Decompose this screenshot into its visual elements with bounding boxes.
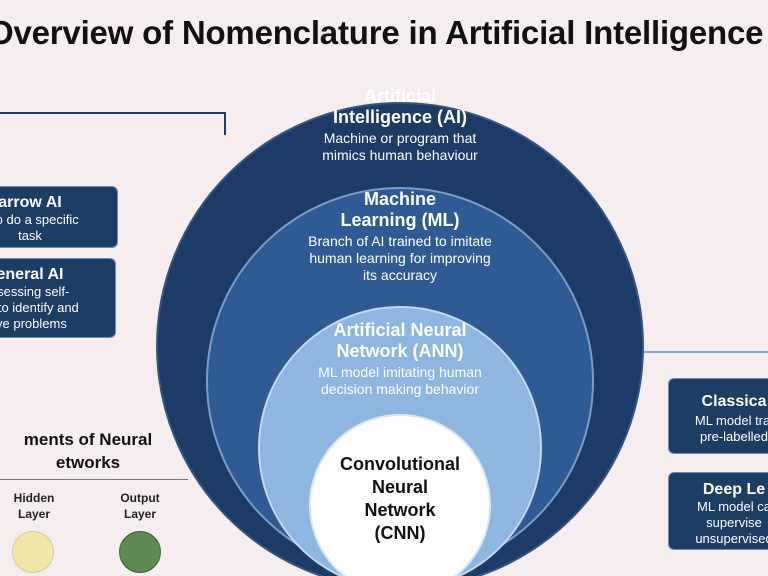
elements-title: ments of Neural etworks (0, 428, 188, 474)
ml-name-line1: Machine (363, 189, 437, 209)
deep-learning-desc-line3: unsupervised (695, 531, 768, 546)
deep-learning-box: Deep Le ML model ca supervise unsupervis… (668, 472, 768, 550)
hidden-layer-label-line2: Layer (17, 507, 51, 521)
output-layer-label: Output Layer (110, 490, 170, 522)
classical-ml-name: Classica (701, 393, 767, 410)
elements-title-line2: etworks (55, 453, 121, 472)
ml-label: Machine Learning (ML) Branch of AI train… (270, 189, 530, 284)
narrow-ai-box: arrow AI d to do a specific task (0, 186, 118, 248)
ml-desc-line3: its accuracy (363, 267, 437, 283)
ai-label: Artificial Intelligence (AI) Machine or … (290, 86, 510, 164)
ai-name-line1: Artificial (363, 86, 437, 106)
classical-ml-desc-line2: pre-labelled (700, 429, 768, 444)
connector-ai-to-left (0, 112, 226, 135)
classical-ml-box: Classica ML model trai pre-labelled (668, 378, 768, 454)
narrow-ai-desc-line2: task (18, 228, 42, 243)
circle-cnn (309, 414, 491, 576)
ml-desc-line2: human learning for improving (309, 250, 491, 266)
elements-title-line1: ments of Neural (23, 430, 153, 449)
output-layer-label-line2: Layer (123, 507, 157, 521)
hidden-layer-node (12, 531, 54, 573)
page-title: Overview of Nomenclature in Artificial I… (0, 14, 764, 51)
elements-divider (0, 479, 188, 480)
hidden-layer-label-line1: Hidden (13, 491, 55, 505)
narrow-ai-name: arrow AI (0, 194, 62, 211)
ai-desc-line2: mimics human behaviour (322, 147, 478, 163)
ann-desc-line2: decision making behavior (321, 381, 479, 397)
ml-name-line2: Learning (ML) (340, 210, 460, 230)
ai-name-line2: Intelligence (AI) (332, 107, 467, 127)
cnn-label: Convolutional Neural Network (CNN) (310, 453, 490, 545)
hidden-layer-label: Hidden Layer (4, 490, 64, 522)
ann-label: Artificial Neural Network (ANN) ML model… (280, 320, 520, 398)
general-ai-desc-line2: ss to identify and (0, 300, 79, 315)
narrow-ai-desc-line1: d to do a specific (0, 212, 79, 227)
deep-learning-name: Deep Le (702, 481, 766, 498)
general-ai-desc-line3: lve problems (0, 316, 67, 331)
ann-name-line1: Artificial Neural (333, 320, 467, 340)
general-ai-desc-line1: ssessing self- (0, 284, 70, 299)
cnn-name-line3: Network (364, 500, 436, 520)
cnn-name-line4: (CNN) (374, 523, 426, 543)
cnn-name-line1: Convolutional (340, 454, 460, 474)
deep-learning-desc-line2: supervise (706, 515, 762, 530)
ann-desc-line1: ML model imitating human (318, 364, 482, 380)
cnn-name-line2: Neural (371, 477, 429, 497)
general-ai-name: eneral AI (0, 266, 64, 283)
output-layer-node (119, 531, 161, 573)
classical-ml-desc-line1: ML model trai (694, 413, 768, 428)
output-layer-label-line1: Output (120, 491, 160, 505)
ml-desc-line1: Branch of AI trained to imitate (308, 233, 492, 249)
ann-name-line2: Network (ANN) (336, 341, 464, 361)
general-ai-box: eneral AI ssessing self- ss to identify … (0, 258, 116, 338)
ai-desc-line1: Machine or program that (323, 130, 477, 146)
deep-learning-desc-line1: ML model ca (697, 499, 768, 514)
